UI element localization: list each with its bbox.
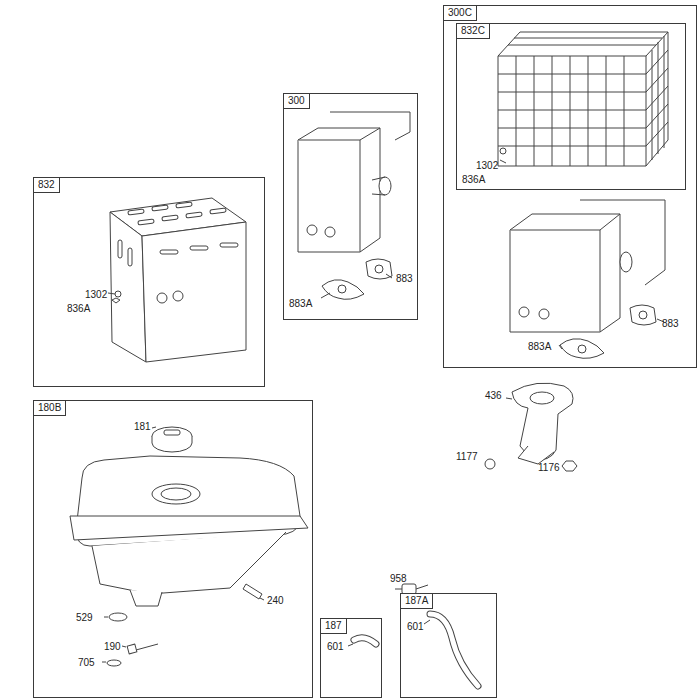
callout-number: 601 <box>327 641 344 653</box>
wire-cage <box>498 32 668 166</box>
callout-number: 836A <box>462 174 485 186</box>
callout-number: 601 <box>407 621 424 633</box>
fuel-hose <box>348 638 376 646</box>
group-box: 300 883 883A <box>283 93 418 320</box>
callout-number: 883A <box>528 341 551 353</box>
muffler <box>510 200 665 358</box>
callout-number: 1302 <box>85 289 107 301</box>
exhaust-manifold <box>485 383 577 471</box>
group-tag: 300C <box>444 6 477 21</box>
group-tag: 180B <box>34 401 66 416</box>
callout-number: 240 <box>267 595 284 607</box>
callout-number: 529 <box>76 612 93 624</box>
callout-number: 190 <box>104 641 121 653</box>
fuel-tank <box>70 427 308 666</box>
group-box: 832 1302 836A <box>33 177 265 387</box>
group-box: 832C 1302 836A <box>456 23 686 190</box>
group-tag: 832 <box>34 178 60 193</box>
callout-number: 883 <box>662 318 679 330</box>
callout-number: 181 <box>134 421 151 433</box>
group-tag: 187A <box>401 594 433 609</box>
group-tag: 832C <box>457 24 490 39</box>
callout-number: 436 <box>485 390 502 402</box>
group-box: 832C 1302 836A 300C 883 883A <box>443 5 697 368</box>
fuel-hose <box>424 614 478 686</box>
callout-number: 883A <box>289 298 312 310</box>
callout-number: 1177 <box>456 451 478 463</box>
callout-number: 958 <box>390 573 407 585</box>
group-tag: 187 <box>321 619 347 634</box>
callout-number: 1302 <box>476 160 498 172</box>
heat-shield <box>108 198 246 362</box>
callout-number: 1176 <box>538 462 560 474</box>
callout-number: 836A <box>67 303 90 315</box>
muffler <box>298 112 410 299</box>
group-box: 187A 601 <box>400 593 497 698</box>
callout-number: 883 <box>396 273 413 285</box>
group-tag: 300 <box>284 94 310 109</box>
callout-number: 705 <box>78 657 95 669</box>
group-box: 180B 181 240 529 190 705 <box>33 400 313 698</box>
group-box: 187 601 <box>320 618 382 698</box>
